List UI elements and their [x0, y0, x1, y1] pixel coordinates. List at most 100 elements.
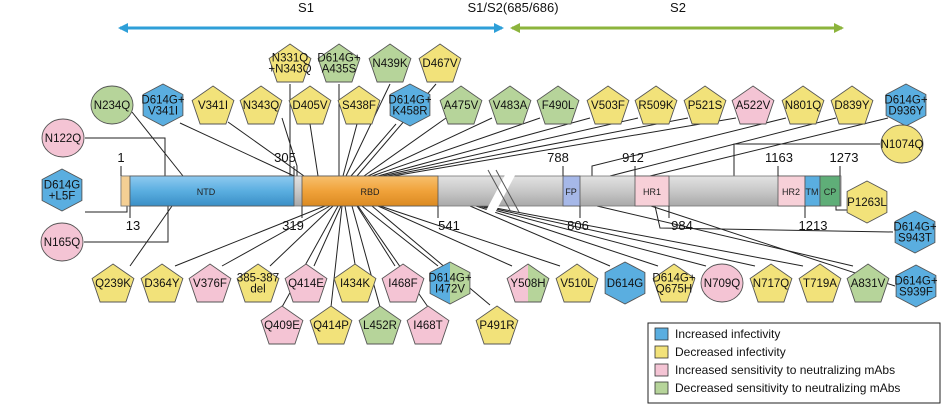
connector-line	[650, 205, 896, 287]
mutation-label: N234Q	[94, 100, 130, 112]
mutation-badge: N1074Q	[880, 124, 924, 164]
mutation-label: I472V	[435, 284, 465, 296]
mutation-badge: N234Q	[90, 85, 134, 125]
mutation-label: D839Y	[834, 100, 869, 112]
mutation-badge-shape	[309, 305, 353, 345]
mutation-badge: D614G+S943T	[893, 210, 937, 254]
mutation-badge-shape	[475, 305, 519, 345]
rbd-label: RBD	[360, 187, 380, 197]
legend-label: Increased sensitivity to neutralizing mA…	[675, 363, 895, 377]
mutation-label: V503F	[591, 100, 625, 112]
mutation-badge: N717Q	[749, 263, 793, 303]
connector-line	[591, 117, 787, 176]
legend-label: Decreased infectivity	[675, 345, 786, 359]
connector-line	[344, 205, 356, 265]
mutation-label: L452R	[363, 320, 397, 332]
connector-line	[269, 205, 334, 267]
connector-line	[469, 205, 611, 267]
legend-box	[647, 322, 941, 404]
position-541: 541	[438, 218, 460, 233]
mutation-badge-shape	[260, 305, 304, 345]
ntd-label: NTD	[197, 187, 216, 197]
rbd-domain	[301, 175, 439, 207]
mutation-badge: V376F	[188, 263, 232, 303]
mutation-badge-shape	[368, 43, 412, 83]
mutation-badge: N343Q	[239, 85, 283, 125]
mutation-label: K458R	[392, 106, 427, 118]
connector-line	[179, 122, 295, 177]
connector-line	[85, 206, 128, 213]
mutation-badge-shape	[781, 85, 825, 125]
axis-break-line	[487, 169, 512, 213]
connector-line	[478, 205, 707, 267]
mutation-badge: S438F	[337, 85, 381, 125]
mutation-badge-shape	[91, 263, 135, 303]
connector-line	[131, 111, 184, 177]
mutation-label: P491R	[479, 320, 514, 332]
connector-line	[342, 123, 358, 177]
mutation-label: A831V	[851, 278, 886, 290]
mutation-badge-shape	[40, 222, 84, 262]
mutation-label: A435S	[322, 64, 357, 76]
mutation-badge-shape	[586, 85, 630, 125]
mutation-label: D614G+	[317, 53, 360, 65]
mutation-badge: I434K	[333, 263, 377, 303]
mutation-badge-shape	[555, 263, 599, 303]
mutation-badge-shape	[798, 263, 842, 303]
connector-line	[377, 205, 513, 267]
hr2-domain	[777, 175, 806, 207]
mutation-badge-shape	[731, 85, 775, 125]
legend-swatch	[654, 381, 669, 395]
position-319: 319	[282, 218, 304, 233]
mutation-label: del	[250, 284, 265, 296]
mutation-badge: N709Q	[700, 263, 744, 303]
mutation-badge-shape	[880, 124, 924, 164]
mutation-badge: D614G	[604, 261, 646, 305]
connector-line	[484, 205, 804, 267]
mutation-label: D614G+	[141, 95, 184, 107]
mutation-badge: L452R	[358, 305, 402, 345]
fp-domain	[562, 175, 581, 207]
mutation-badge-shape	[749, 263, 793, 303]
connector-line	[330, 205, 343, 308]
cp-domain	[819, 175, 841, 207]
position-1273: 1273	[830, 150, 859, 165]
mutation-label: Q414P	[313, 320, 349, 332]
mutation-badge: Q414E	[284, 263, 328, 303]
axis-break-line	[495, 169, 520, 213]
mutation-badge: V510L	[555, 263, 599, 303]
connector-line	[371, 117, 541, 177]
connector-line	[351, 205, 381, 308]
connector-line	[363, 117, 447, 177]
position-1213: 1213	[799, 218, 828, 233]
connector-line	[377, 117, 591, 177]
mutation-badge: P491R	[475, 305, 519, 345]
connector-line	[835, 206, 847, 211]
hr1-domain	[634, 175, 670, 207]
mutation-badge: R509K	[634, 85, 678, 125]
connector-line	[345, 83, 391, 177]
connector-line	[174, 205, 326, 267]
connector-line	[309, 123, 319, 177]
mutation-label: D467V	[422, 58, 457, 70]
mutation-badge: D364Y	[140, 263, 184, 303]
legend-swatch	[654, 363, 669, 377]
mutation-badge-shape	[406, 305, 450, 345]
mutation-label: P521S	[688, 100, 723, 112]
mutation-badge: A831V	[846, 263, 890, 303]
mutation-label: D364Y	[144, 278, 179, 290]
mutation-badge: D614G+Q675H	[652, 263, 696, 303]
mutation-badge: F490L	[536, 85, 580, 125]
mutation-badge: D614G+V341I	[141, 83, 185, 127]
position-984: 984	[671, 218, 693, 233]
mutation-badge: D614G+S939F	[894, 264, 938, 308]
mutation-badge: P1263L	[846, 180, 887, 224]
mutation-badge-shape	[41, 118, 85, 158]
s1s2-cleavage-label: S1/S2(685/686)	[467, 0, 558, 15]
position-13: 13	[126, 218, 140, 233]
mutation-label: D614G+	[884, 95, 927, 107]
mutation-label: N717Q	[753, 278, 789, 290]
mutation-badge-shape	[488, 85, 532, 125]
